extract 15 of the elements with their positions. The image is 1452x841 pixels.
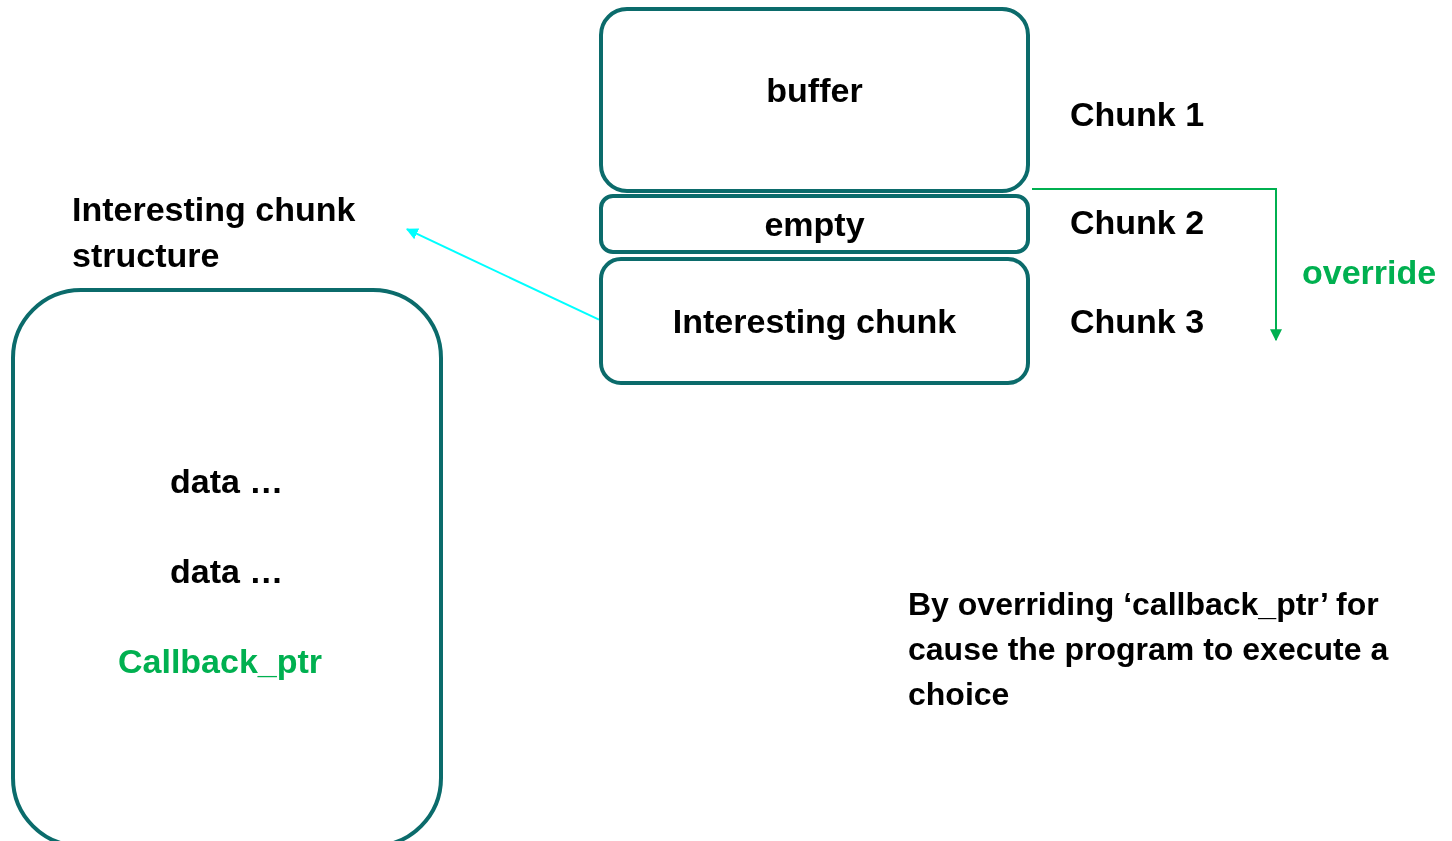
heading-text: Interesting chunk structure	[72, 186, 407, 276]
field-text: data …	[170, 462, 284, 501]
chunk-label: Chunk 1	[1070, 95, 1205, 134]
struct-box	[11, 288, 443, 841]
memory-chunk-box: Interesting chunk	[599, 257, 1030, 385]
field-text: Callback_ptr	[118, 642, 323, 681]
edge-label: override	[1302, 253, 1437, 292]
chunk-label: Chunk 2	[1070, 203, 1205, 242]
memory-chunk-box: empty	[599, 194, 1030, 254]
memory-chunk-box: buffer	[599, 7, 1030, 193]
arrow	[1031, 188, 1282, 342]
arrow	[405, 228, 600, 321]
field-text: data …	[170, 552, 284, 591]
chunk-label: Chunk 3	[1070, 302, 1205, 341]
note-text: By overriding ‘callback_ptr’ for cause the program to execute a choice	[908, 585, 1390, 714]
